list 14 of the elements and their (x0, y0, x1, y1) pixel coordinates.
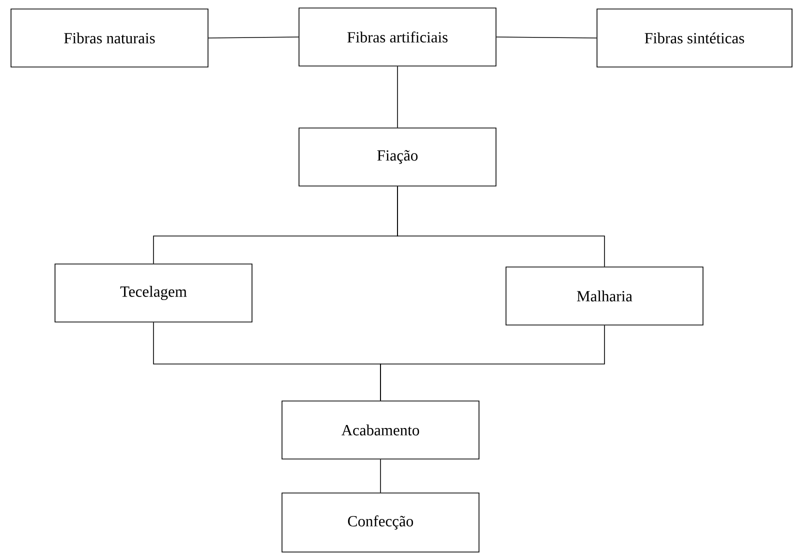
process-box: Fibras sintéticas (596, 8, 792, 68)
connector-line (380, 458, 381, 493)
process-box: Fibras artificiais (298, 8, 496, 66)
connector-line (397, 186, 605, 267)
process-box: Fiação (298, 128, 496, 186)
process-box: Acabamento (282, 400, 480, 460)
connector-line (397, 66, 398, 128)
connector-line (208, 36, 299, 38)
connector-line (380, 324, 605, 401)
connector-line (496, 36, 597, 38)
process-box: Malharia (506, 266, 704, 326)
process-box: Confecção (282, 492, 480, 552)
process-box: Fibras naturais (10, 8, 208, 68)
process-box: Tecelagem (54, 264, 252, 322)
